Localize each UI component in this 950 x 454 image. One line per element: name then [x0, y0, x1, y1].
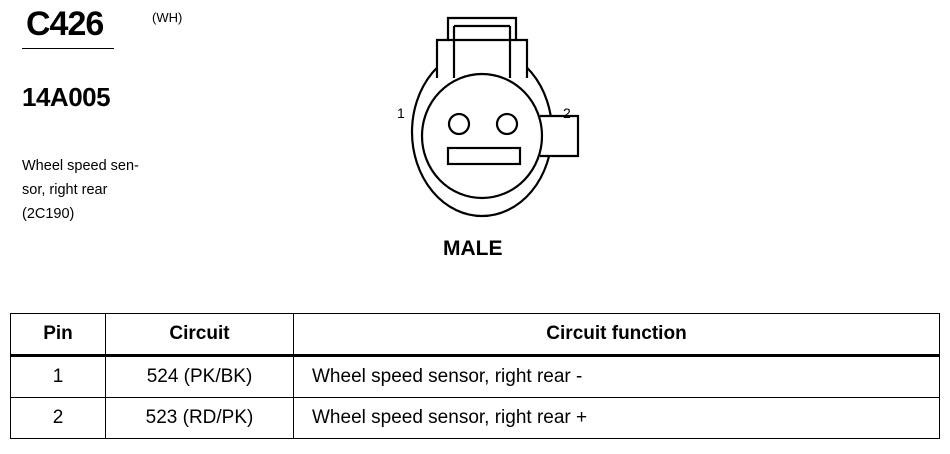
pin-table: Pin Circuit Circuit function 1 524 (PK/B… [10, 313, 940, 439]
pin-2-label: 2 [563, 105, 571, 121]
table-row: 2 523 (RD/PK) Wheel speed sensor, right … [10, 397, 940, 439]
table-row: 1 524 (PK/BK) Wheel speed sensor, right … [10, 355, 940, 398]
connector-color: (WH) [152, 10, 183, 25]
pin-2-terminal [495, 112, 519, 136]
part-number: 14A005 [22, 82, 111, 112]
header-pin: Pin [10, 313, 106, 357]
connector-face-diagram: 1 2 [397, 16, 580, 218]
connector-latch [435, 16, 529, 78]
connector-side-tab [540, 114, 580, 158]
table-header-row: Pin Circuit Circuit function [10, 313, 940, 357]
description-line: sor, right rear [22, 182, 108, 198]
cell-pin: 1 [10, 355, 106, 398]
header-circuit: Circuit [105, 313, 294, 357]
cell-circuit-function: Wheel speed sensor, right rear + [293, 397, 940, 439]
pin-1-terminal [447, 112, 471, 136]
cell-circuit: 523 (RD/PK) [105, 397, 294, 439]
connector-description: Wheel speed sen- sor, right rear (2C190) [22, 154, 192, 226]
connector-inner-face [420, 72, 544, 200]
connector-gender-label: MALE [443, 237, 503, 260]
cell-pin: 2 [10, 397, 106, 439]
connector-key-slot [446, 146, 522, 166]
description-line: Wheel speed sen- [22, 158, 139, 174]
cell-circuit: 524 (PK/BK) [105, 355, 294, 398]
pin-1-label: 1 [397, 105, 405, 121]
connector-id: C426 [26, 5, 104, 43]
cell-circuit-function: Wheel speed sensor, right rear - [293, 355, 940, 398]
header-circuit-function: Circuit function [293, 313, 940, 357]
connector-id-underline [22, 48, 114, 49]
description-line: (2C190) [22, 206, 75, 222]
